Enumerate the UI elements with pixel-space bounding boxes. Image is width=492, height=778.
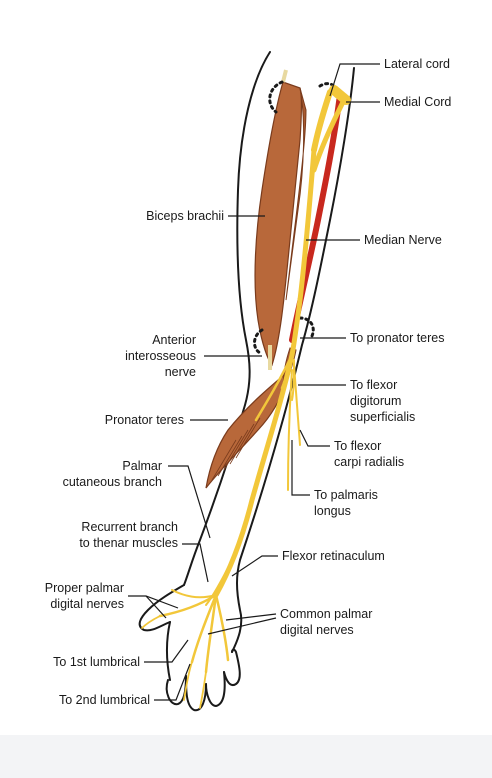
arm-outline [138, 51, 355, 712]
label-to-1st-lumbrical: To 1st lumbrical [53, 655, 140, 669]
label-anterior-interosseous-2: interosseous [125, 349, 196, 363]
label-to-fcr-1: To flexor [334, 439, 381, 453]
label-to-fds-3: superficialis [350, 410, 415, 424]
label-to-2nd-lumbrical: To 2nd lumbrical [59, 693, 150, 707]
label-to-fds-2: digitorum [350, 394, 401, 408]
label-medial-cord: Medial Cord [384, 95, 451, 109]
label-to-palmaris-longus-2: longus [314, 504, 351, 518]
bottom-band [0, 735, 492, 778]
label-proper-palmar-2: digital nerves [50, 597, 124, 611]
dotted-joint-markers [253, 80, 338, 356]
labels: Lateral cord Medial Cord Biceps brachii … [45, 57, 452, 707]
label-pronator-teres: Pronator teres [105, 413, 184, 427]
label-biceps-brachii: Biceps brachii [146, 209, 224, 223]
label-anterior-interosseous-1: Anterior [152, 333, 196, 347]
label-to-palmaris-longus-1: To palmaris [314, 488, 378, 502]
leader-lines [128, 63, 380, 701]
label-palmar-cutaneous-2: cutaneous branch [63, 475, 162, 489]
label-proper-palmar-1: Proper palmar [45, 581, 124, 595]
label-recurrent-branch-1: Recurrent branch [81, 520, 178, 534]
label-flexor-retinaculum: Flexor retinaculum [282, 549, 385, 563]
label-common-palmar-2: digital nerves [280, 623, 354, 637]
biceps-brachii-muscle [254, 69, 307, 370]
label-to-fds-1: To flexor [350, 378, 397, 392]
label-recurrent-branch-2: to thenar muscles [79, 536, 178, 550]
label-palmar-cutaneous-1: Palmar [122, 459, 162, 473]
label-median-nerve: Median Nerve [364, 233, 442, 247]
label-to-fcr-2: carpi radialis [334, 455, 404, 469]
label-lateral-cord: Lateral cord [384, 57, 450, 71]
label-to-pronator-teres: To pronator teres [350, 331, 445, 345]
nerves [141, 85, 351, 709]
label-common-palmar-1: Common palmar [280, 607, 372, 621]
label-anterior-interosseous-3: nerve [165, 365, 196, 379]
